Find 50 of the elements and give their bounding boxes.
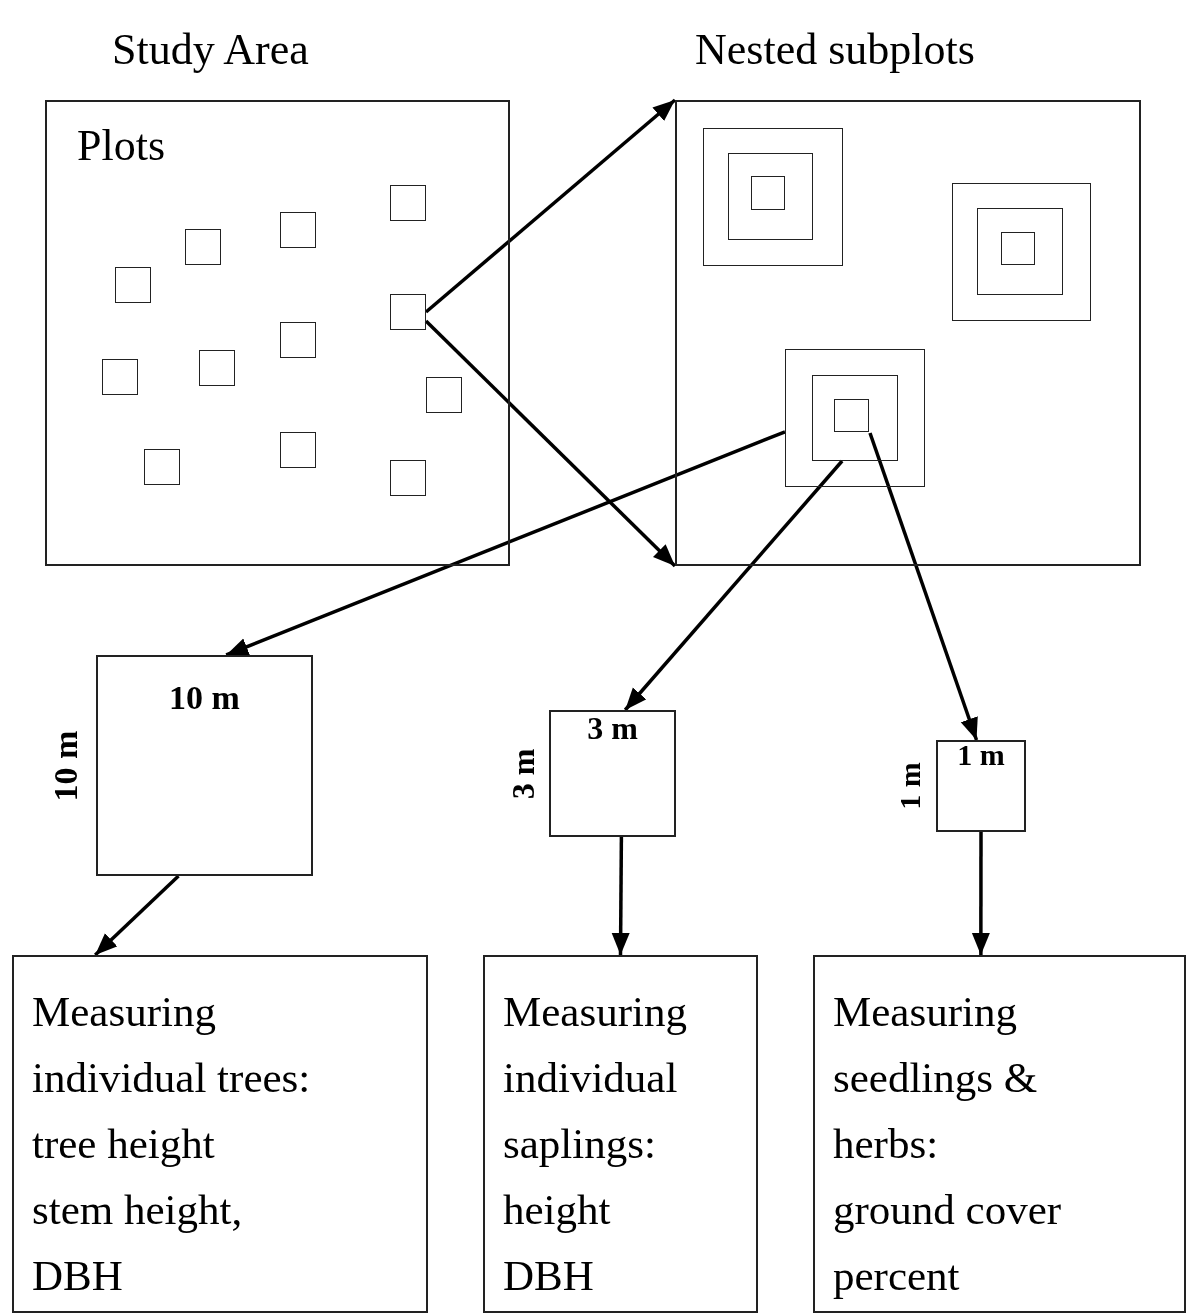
plot-square — [426, 377, 462, 413]
plot-square — [390, 185, 426, 221]
arrow — [623, 459, 844, 712]
plot-square — [144, 449, 180, 485]
dimension-label: 10 m — [47, 730, 85, 801]
measurement-box — [813, 955, 1186, 1313]
arrow — [94, 874, 180, 957]
dimension-label: 1 m — [893, 762, 927, 810]
arrow — [971, 832, 990, 955]
plot-square — [751, 176, 785, 210]
plot-square — [952, 183, 1091, 321]
arrow — [424, 98, 677, 314]
plot-square — [785, 349, 925, 487]
plot-square — [811, 374, 898, 461]
measurement-text: DBH — [32, 1251, 124, 1301]
plot-square — [280, 322, 316, 358]
plot-square — [390, 294, 426, 330]
plot-square — [280, 212, 316, 248]
measurement-text: Measuring individual saplings: — [503, 987, 688, 1169]
arrow — [868, 432, 979, 741]
plot-square — [976, 207, 1063, 295]
measurement-text: height — [503, 1185, 612, 1235]
measurement-text: Measuring seedlings & herbs: — [833, 987, 1039, 1169]
arrow — [225, 430, 786, 657]
plot-square — [834, 399, 869, 432]
dimension-label: 3 m — [586, 710, 639, 747]
plot-square — [280, 432, 316, 468]
measurement-text: ground cover percent — [833, 1185, 1063, 1301]
arrow — [424, 319, 677, 568]
plot-square — [727, 152, 813, 240]
measurement-text: DBH — [503, 1251, 595, 1301]
measurement-box — [12, 955, 428, 1313]
plot-square — [102, 359, 138, 395]
heading: Study Area — [112, 24, 309, 75]
dimension-label: 1 m — [956, 738, 1006, 772]
plot-square — [199, 350, 235, 386]
plot-square — [185, 229, 221, 265]
measurement-text: Measuring individual trees: — [32, 987, 312, 1103]
dimension-label: 10 m — [168, 679, 241, 717]
plot-square — [1001, 232, 1035, 265]
plot-square — [115, 267, 151, 303]
heading: Nested subplots — [695, 24, 975, 75]
measurement-text: tree height — [32, 1119, 216, 1169]
label: Plots — [77, 120, 166, 171]
measurement-box — [483, 955, 758, 1313]
measurement-text: stem height, — [32, 1185, 244, 1235]
plot-square — [703, 128, 843, 266]
plot-square — [390, 460, 426, 496]
dimension-label: 3 m — [504, 748, 542, 799]
arrow — [611, 837, 630, 955]
